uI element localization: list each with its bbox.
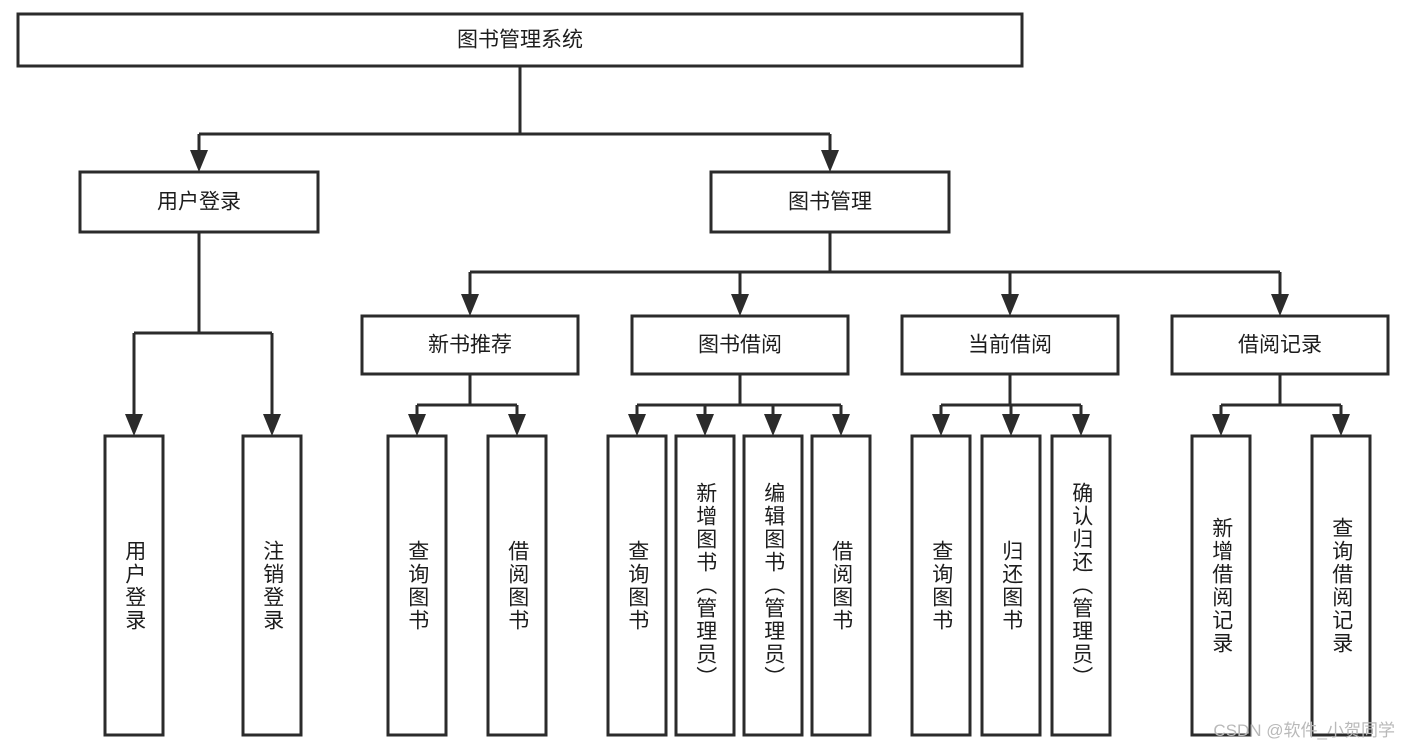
arrow-leaf-query-record (1332, 414, 1350, 436)
node-box-new-book-rec[interactable] (360, 314, 580, 376)
node-box-leaf-query-book-3[interactable] (910, 434, 972, 737)
watermark-text: CSDN @软件_小贺同学 (1213, 721, 1395, 740)
arrow-leaf-borrow-book-2 (832, 414, 850, 436)
arrow-book-borrow (731, 294, 749, 316)
node-box-book-borrow[interactable] (630, 314, 850, 376)
node-box-leaf-add-record[interactable] (1190, 434, 1252, 737)
arrow-leaf-user-login (125, 414, 143, 436)
node-box-user-login[interactable] (78, 170, 320, 234)
node-box-leaf-query-record[interactable] (1310, 434, 1372, 737)
node-box-leaf-query-book-1[interactable] (386, 434, 448, 737)
node-label-current-borrow: 当前借阅 (968, 334, 1052, 357)
node-box-leaf-confirm-return[interactable] (1050, 434, 1112, 737)
arrow-leaf-logout (263, 414, 281, 436)
node-box-leaf-logout[interactable] (241, 434, 303, 737)
arrow-book-manage (821, 150, 839, 172)
node-box-leaf-return-book[interactable] (980, 434, 1042, 737)
node-label-book-borrow: 图书借阅 (698, 334, 782, 357)
arrow-leaf-query-book-3 (932, 414, 950, 436)
arrow-leaf-edit-book (764, 414, 782, 436)
arrow-leaf-confirm-return (1072, 414, 1090, 436)
node-box-leaf-add-book[interactable] (674, 434, 736, 737)
arrow-leaf-return-book (1002, 414, 1020, 436)
arrow-borrow-record (1271, 294, 1289, 316)
node-label-new-book-rec: 新书推荐 (428, 334, 512, 357)
node-box-current-borrow[interactable] (900, 314, 1120, 376)
arrow-user-login (190, 150, 208, 172)
arrow-leaf-borrow-book-1 (508, 414, 526, 436)
node-label-root: 图书管理系统 (457, 29, 583, 52)
node-box-leaf-query-book-2[interactable] (606, 434, 668, 737)
arrow-leaf-add-record (1212, 414, 1230, 436)
arrow-leaf-add-book (696, 414, 714, 436)
node-box-leaf-borrow-book-1[interactable] (486, 434, 548, 737)
arrow-leaf-query-book-2 (628, 414, 646, 436)
node-box-book-manage[interactable] (709, 170, 951, 234)
node-box-leaf-edit-book[interactable] (742, 434, 804, 737)
arrow-new-book-rec (461, 294, 479, 316)
connectors-layer (125, 66, 1350, 436)
node-label-user-login: 用户登录 (157, 191, 241, 214)
node-label-book-manage: 图书管理 (788, 191, 872, 214)
boxes-layer (16, 12, 1390, 737)
arrow-current-borrow (1001, 294, 1019, 316)
node-label-borrow-record: 借阅记录 (1238, 334, 1322, 357)
node-box-borrow-record[interactable] (1170, 314, 1390, 376)
node-box-leaf-borrow-book-2[interactable] (810, 434, 872, 737)
arrow-leaf-query-book-1 (408, 414, 426, 436)
node-box-root[interactable] (16, 12, 1024, 68)
node-box-leaf-user-login[interactable] (103, 434, 165, 737)
